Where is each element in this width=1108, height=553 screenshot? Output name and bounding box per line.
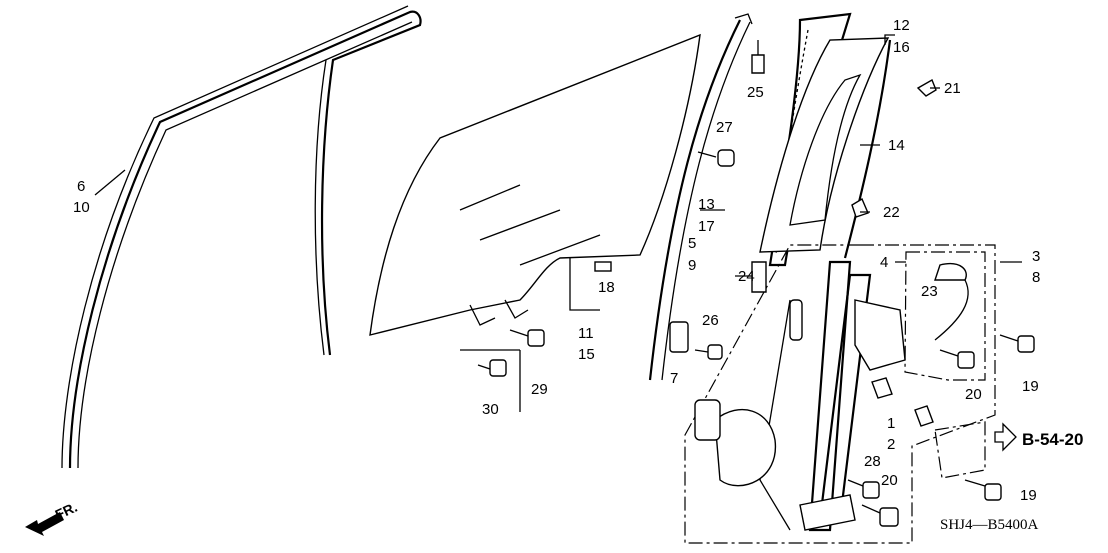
callout-30: 30 <box>482 401 499 418</box>
callout-27: 27 <box>716 119 733 136</box>
door-weatherstrip <box>61 5 422 469</box>
front-label: FR. <box>53 499 80 523</box>
callout-15: 15 <box>578 346 595 363</box>
callout-26: 26 <box>702 312 719 329</box>
leader-lines <box>94 34 1022 412</box>
callout-29: 29 <box>531 381 548 398</box>
callout-25: 25 <box>747 84 764 101</box>
callout-12: 12 <box>893 17 910 34</box>
drawing-code: SHJ4—B5400A <box>940 517 1039 533</box>
callout-2: 2 <box>887 436 895 453</box>
reference-link[interactable]: B-54-20 <box>1022 430 1083 449</box>
callout-23: 23 <box>921 283 938 300</box>
callout-7: 7 <box>670 370 678 387</box>
callout-1: 1 <box>887 415 895 432</box>
callout-3: 3 <box>1032 248 1040 265</box>
callout-13: 13 <box>698 196 715 213</box>
callout-20: 20 <box>965 386 982 403</box>
callout-6: 6 <box>77 178 85 195</box>
run-channel <box>648 13 753 381</box>
front-arrow-icon <box>25 512 64 536</box>
regulator-assembly <box>684 244 996 544</box>
callout-16: 16 <box>893 39 910 56</box>
callout-18: 18 <box>598 279 615 296</box>
callout-24: 24 <box>738 268 755 285</box>
callout-10: 10 <box>73 199 90 216</box>
callout-19-lower: 19 <box>1020 487 1037 504</box>
callout-28: 28 <box>864 453 881 470</box>
callout-4: 4 <box>880 254 888 271</box>
quarter-glass <box>759 37 892 259</box>
callout-20-lower: 20 <box>881 472 898 489</box>
callout-22: 22 <box>883 204 900 221</box>
callout-21: 21 <box>944 80 961 97</box>
callout-5: 5 <box>688 235 696 252</box>
callout-8: 8 <box>1032 269 1040 286</box>
door-glass <box>369 33 701 336</box>
callout-9: 9 <box>688 257 696 274</box>
callout-14: 14 <box>888 137 905 154</box>
reference-arrow-icon <box>994 422 1017 452</box>
callout-17: 17 <box>698 218 715 235</box>
fasteners <box>477 40 1035 527</box>
callout-11: 11 <box>578 325 594 342</box>
callout-19: 19 <box>1022 378 1039 395</box>
